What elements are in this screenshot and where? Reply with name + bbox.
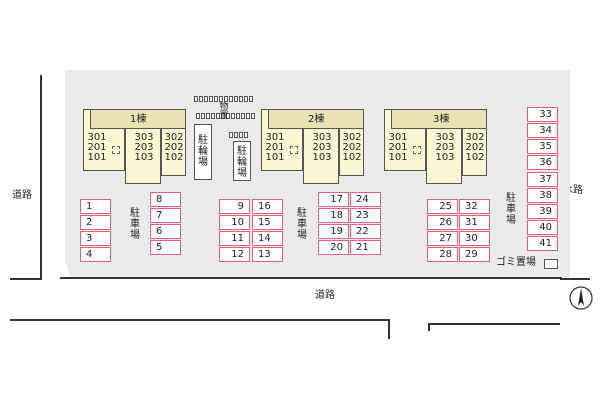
parking-stall-34: 34 [527, 123, 558, 138]
parking-stall-9: 9 [219, 199, 250, 214]
north-label: N [583, 290, 588, 297]
south-road-lower-edge-right [430, 323, 560, 325]
building-3-stair [413, 146, 421, 154]
bike-rack-lower-row [229, 132, 248, 138]
parking-stall-15: 15 [252, 215, 283, 230]
west-road-bottom-edge [10, 278, 42, 280]
parking-stall-16: 16 [252, 199, 283, 214]
parking-stall-11: 11 [219, 231, 250, 246]
parking-stall-4: 4 [80, 247, 111, 262]
building-2-top-bar [268, 109, 364, 129]
parking-stall-23: 23 [350, 208, 381, 223]
building-1-stair [112, 146, 120, 154]
parking-stall-18: 18 [318, 208, 349, 223]
parking-stall-14: 14 [252, 231, 283, 246]
parking-stall-2: 2 [80, 215, 111, 230]
building-3-top-bar [391, 109, 487, 129]
parking-stall-21: 21 [350, 240, 381, 255]
parking-2-label: 駐車場 [297, 208, 307, 241]
parking-stall-28: 28 [427, 247, 458, 262]
parking-stall-24: 24 [350, 192, 381, 207]
parking-stall-41: 41 [527, 236, 558, 251]
parking-stall-27: 27 [427, 231, 458, 246]
parking-stall-19: 19 [318, 224, 349, 239]
parking-stall-29: 29 [459, 247, 490, 262]
south-road-lower-edge-left-corner [388, 319, 390, 339]
parking-stall-31: 31 [459, 215, 490, 230]
parking-3-label: 駐車場 [506, 193, 516, 226]
bike-rack-top-row [194, 96, 253, 102]
building-2-stair [290, 146, 298, 154]
south-road-lower-edge-left [10, 319, 390, 321]
parking-stall-12: 12 [219, 247, 250, 262]
east-waterway-label: 水路 [563, 185, 583, 196]
parking-stall-3: 3 [80, 231, 111, 246]
parking-stall-30: 30 [459, 231, 490, 246]
garbage-area-box [544, 259, 558, 269]
parking-stall-10: 10 [219, 215, 250, 230]
parking-stall-22: 22 [350, 224, 381, 239]
north-arrow-icon: N [569, 286, 593, 310]
parking-stall-32: 32 [459, 199, 490, 214]
parking-stall-13: 13 [252, 247, 283, 262]
parking-stall-17: 17 [318, 192, 349, 207]
storage-label: 物置 [219, 102, 229, 121]
bike-parking-2-label: 駐輪場 [237, 146, 247, 179]
building-3-name: 3棟 [433, 114, 450, 125]
parking-stall-39: 39 [527, 204, 558, 219]
west-road-edge [40, 75, 42, 280]
parking-1-label: 駐車場 [130, 208, 140, 241]
south-road-top-edge [60, 277, 560, 279]
building-1-name: 1棟 [130, 114, 147, 125]
parking-stall-8: 8 [150, 192, 181, 207]
garbage-area-label: ゴミ置場 [496, 257, 536, 268]
parking-stall-7: 7 [150, 208, 181, 223]
west-road-label: 道路 [12, 190, 32, 201]
south-road-lower-edge-right-corner [428, 323, 430, 331]
parking-stall-6: 6 [150, 224, 181, 239]
parking-stall-33: 33 [527, 107, 558, 122]
parking-stall-35: 35 [527, 139, 558, 154]
parking-stall-36: 36 [527, 155, 558, 170]
parking-stall-37: 37 [527, 172, 558, 187]
parking-stall-20: 20 [318, 240, 349, 255]
building-1-top-bar [90, 109, 186, 129]
parking-stall-5: 5 [150, 240, 181, 255]
parking-stall-1: 1 [80, 199, 111, 214]
parking-stall-38: 38 [527, 188, 558, 203]
bike-parking-2 [233, 141, 251, 181]
building-2-name: 2棟 [308, 114, 325, 125]
bike-parking-1-label: 駐輪場 [198, 135, 208, 168]
parking-stall-26: 26 [427, 215, 458, 230]
bike-rack-middle-row [196, 113, 255, 119]
parking-stall-25: 25 [427, 199, 458, 214]
east-waterway-bottom-edge [560, 278, 590, 280]
parking-stall-40: 40 [527, 220, 558, 235]
bike-parking-1 [194, 124, 212, 180]
south-road-label: 道路 [315, 290, 335, 301]
